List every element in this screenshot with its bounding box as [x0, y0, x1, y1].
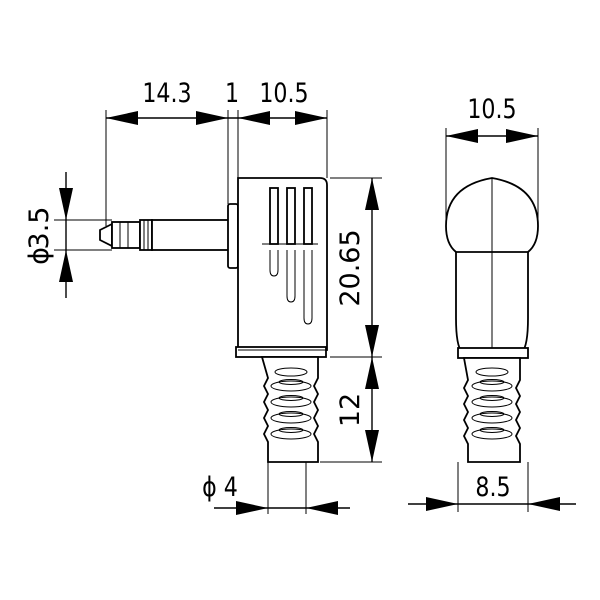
dim-body-height: 20.65 [335, 229, 366, 306]
dimension-labels: 14.3 1 10.5 10.5 20.65 12 ϕ 3.5 ϕ 4 8.5 [24, 77, 517, 503]
connector-body [235, 177, 328, 358]
dim-plug-diameter-value: 3.5 [24, 207, 55, 250]
plug-shoulder [227, 203, 239, 269]
plug-pin [99, 219, 231, 251]
front-sleeve [462, 357, 522, 463]
dim-plug-diameter-symbol: ϕ [24, 247, 55, 265]
dim-body-depth-front: 10.5 [467, 93, 516, 125]
front-view [445, 177, 539, 463]
dim-plug-length: 14.3 [142, 77, 191, 109]
dim-sleeve-width: 8.5 [475, 471, 510, 503]
dim-cable-diameter: ϕ 4 [202, 471, 238, 503]
dim-body-depth-side: 10.5 [259, 77, 308, 109]
dim-sleeve-length: 12 [335, 393, 366, 427]
side-view [99, 177, 328, 463]
strain-relief-sleeve [260, 356, 320, 463]
dim-shoulder-gap: 1 [225, 77, 239, 109]
dimension-lines [54, 110, 576, 515]
